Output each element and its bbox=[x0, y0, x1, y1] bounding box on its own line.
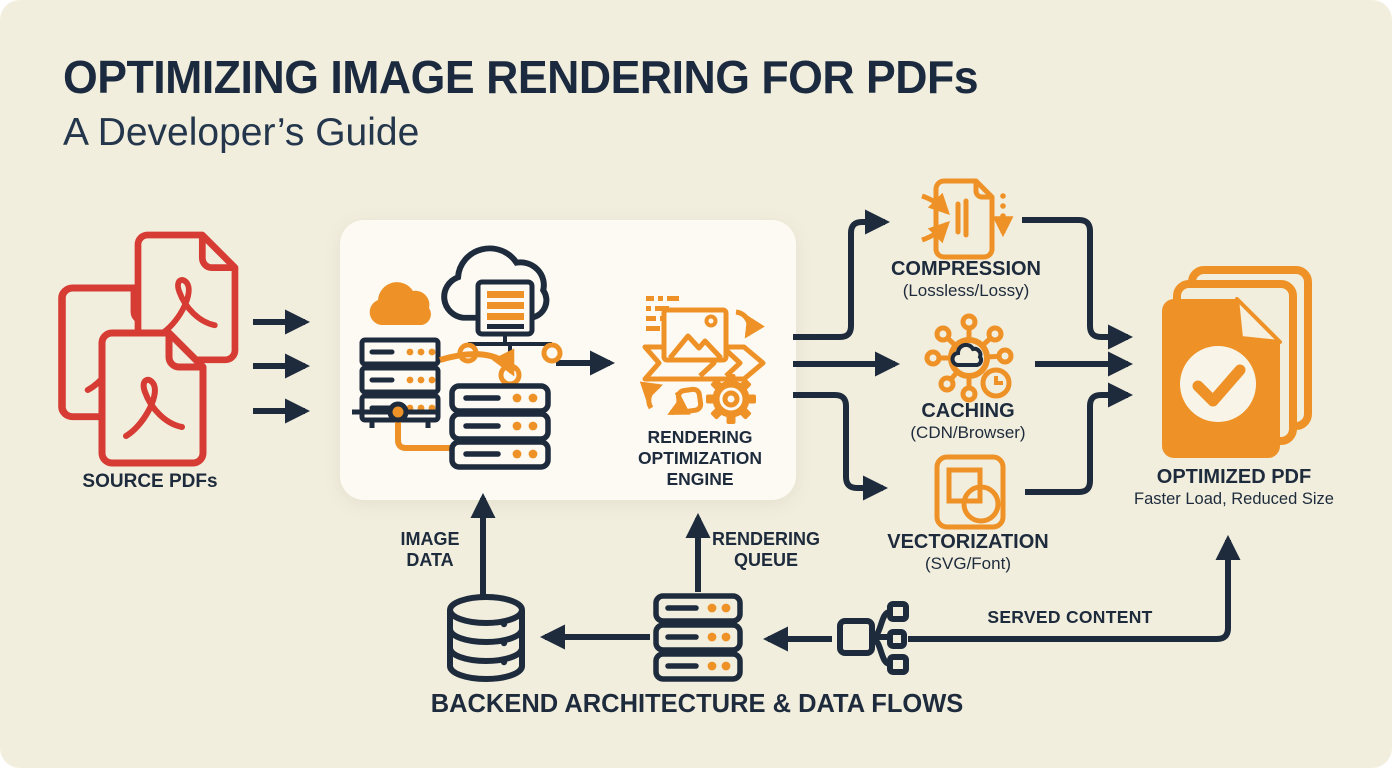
connector-engine-to-vectorization bbox=[793, 392, 889, 501]
page-subtitle: A Developer’s Guide bbox=[63, 111, 420, 154]
caching-sublabel: (CDN/Browser) bbox=[910, 423, 1026, 442]
fanout-icon bbox=[837, 601, 909, 675]
connector-engine-to-compression bbox=[793, 209, 891, 340]
caching-label: CACHING bbox=[921, 400, 1015, 422]
clock-icon bbox=[980, 367, 1012, 399]
gear-icon bbox=[706, 374, 756, 424]
compression-sublabel: (Lossless/Lossy) bbox=[902, 281, 1030, 300]
storage-rack-icon bbox=[449, 383, 551, 470]
vectorization-sublabel: (SVG/Font) bbox=[925, 554, 1011, 573]
node-link-icon bbox=[352, 401, 452, 451]
queue-server-icon bbox=[653, 593, 743, 682]
image-data-label: IMAGE DATA bbox=[400, 529, 460, 570]
engine-label: RENDERING OPTIMIZATION ENGINE bbox=[637, 427, 763, 489]
check-circle bbox=[1180, 346, 1256, 422]
optimized-pdf-sublabel: Faster Load, Reduced Size bbox=[1134, 490, 1334, 508]
optimized-pdf-icon bbox=[1162, 266, 1312, 458]
vectorization-icon bbox=[934, 454, 1006, 530]
source-pdf-icon bbox=[62, 235, 235, 463]
engine-icon bbox=[639, 296, 766, 424]
optimized-pdf-label: OPTIMIZED PDF bbox=[1156, 466, 1312, 488]
connectors bbox=[253, 209, 1241, 652]
cloud-glyph-icon bbox=[950, 342, 984, 367]
processing-cluster bbox=[352, 248, 563, 470]
page-title: OPTIMIZING IMAGE RENDERING FOR PDFs bbox=[63, 51, 979, 103]
orange-flow-arrow-icon bbox=[439, 348, 515, 377]
size-down-arrow-icon bbox=[992, 193, 1014, 238]
cloud-icon-orange bbox=[369, 282, 431, 325]
check-icon bbox=[1192, 364, 1246, 407]
served-content-label: SERVED CONTENT bbox=[987, 607, 1153, 627]
backend-caption: BACKEND ARCHITECTURE & DATA FLOWS bbox=[430, 690, 964, 718]
database-icon bbox=[447, 594, 525, 682]
connector-vectorization-to-pdf bbox=[1025, 382, 1134, 495]
source-pdfs-label: SOURCE PDFs bbox=[82, 471, 218, 492]
connector-compression-to-pdf bbox=[1022, 217, 1134, 350]
compression-icon bbox=[921, 178, 1014, 260]
connector-served-content bbox=[908, 534, 1241, 642]
caching-icon bbox=[924, 313, 1014, 403]
cloud-server-icon bbox=[475, 279, 535, 337]
rendering-queue-label: RENDERING QUEUE bbox=[711, 529, 820, 570]
network-nodes-icon bbox=[457, 336, 563, 387]
vectorization-label: VECTORIZATION bbox=[887, 531, 1049, 553]
compression-label: COMPRESSION bbox=[890, 258, 1042, 280]
